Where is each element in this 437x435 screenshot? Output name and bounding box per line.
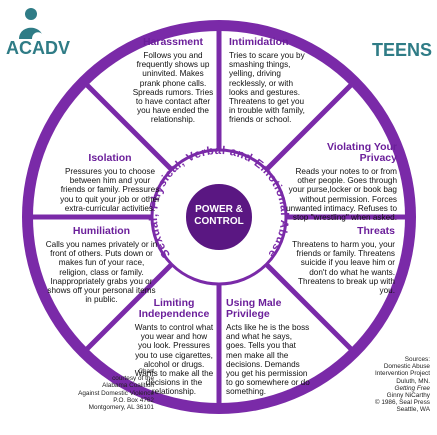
section-isolation: Isolation Pressures you to choose betwee… (60, 153, 160, 213)
center-line2: CONTROL (194, 216, 244, 227)
section-humiliation: Humiliation Calls you names privately or… (44, 225, 159, 305)
center-label: POWER & CONTROL (187, 204, 251, 228)
section-title: Threats (357, 225, 395, 237)
section-text: Tries to scare you by smashing things, y… (229, 51, 305, 125)
credit-right: Sources: Domestic Abuse Intervention Pro… (326, 356, 430, 414)
center-circle (184, 182, 254, 252)
credit-line: Alabama Coalition (102, 382, 154, 390)
credit-line: Domestic Abuse (383, 363, 430, 371)
credit-line: P.O. Box 4762 (113, 396, 154, 404)
audience-tag: TEENS (372, 40, 433, 60)
center-line1: POWER & (195, 204, 243, 215)
section-text: Pressures you to choose between him and … (60, 167, 160, 213)
credit-left: Chart courtesy of the Alabama Coalition … (62, 368, 154, 411)
credit-line: Seattle, WA (396, 406, 430, 414)
credit-line: Intervention Project (374, 370, 430, 378)
section-intimidation: Intimidation Tries to scare you by smash… (229, 37, 309, 125)
org-name: ACADV (6, 38, 71, 58)
credit-line: Montgomery, AL 36101 (88, 404, 154, 412)
credit-line: © 1986, Seal Press (374, 399, 430, 407)
credit-line: Getting Free (394, 384, 430, 392)
section-title: Isolation (88, 152, 132, 164)
section-text: Threatens to harm you, your friends or f… (292, 240, 395, 296)
section-text: Wants to control what you wear and how y… (134, 323, 214, 397)
section-title: Intimidation (229, 36, 289, 48)
section-harassment: Harassment Follows you and frequently sh… (132, 37, 214, 125)
section-title: Limiting Independence (138, 297, 210, 320)
credit-line: Ginny NiCarthy (386, 392, 430, 400)
section-title: Violating Your Privacy (326, 141, 397, 164)
org-logo (14, 6, 48, 40)
credit-line: Against Domestic Violence (78, 389, 154, 397)
family-icon (19, 8, 44, 39)
section-text: Reads your notes to or from other people… (286, 167, 397, 223)
section-title: Harassment (142, 36, 204, 48)
section-independence: Limiting Independence Wants to control w… (134, 298, 214, 397)
section-privacy: Violating Your Privacy Reads your notes … (283, 141, 397, 223)
section-threats: Threats Threatens to harm you, your frie… (283, 225, 395, 296)
credit-line: Sources: (404, 356, 430, 363)
credit-line: Chart (138, 368, 154, 375)
wheel-spokes (33, 31, 405, 403)
section-title: Using Male Privilege (226, 297, 282, 320)
section-text: Acts like he is the boss and what he say… (226, 323, 310, 397)
section-title: Humiliation (72, 225, 131, 237)
credit-line: Duluth, MN. (396, 377, 430, 385)
credit-line: courtesy of the (112, 375, 154, 383)
section-text: Follows you and frequently shows up unin… (132, 51, 214, 125)
section-male-privilege: Using Male Privilege Acts like he is the… (226, 298, 310, 397)
section-text: Calls you names privately or in front of… (45, 240, 158, 305)
